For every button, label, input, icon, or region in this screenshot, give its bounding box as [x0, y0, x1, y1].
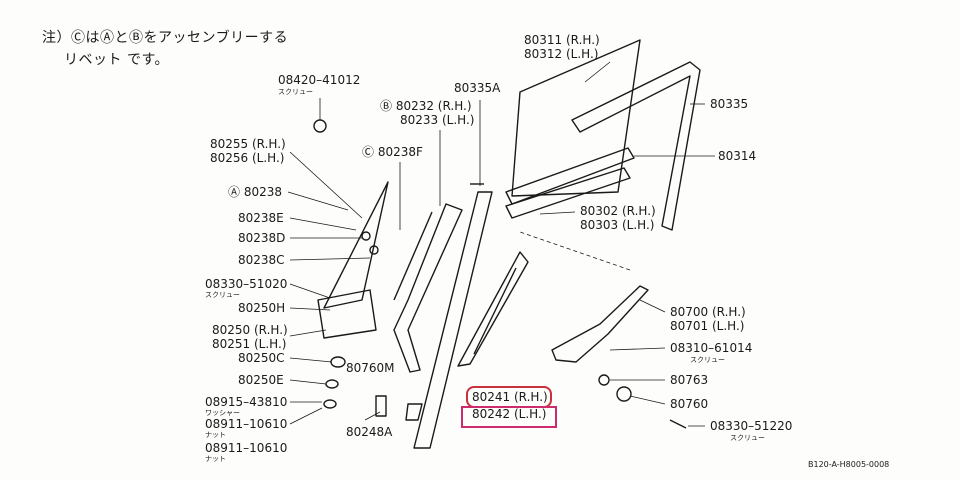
part-note-nut-2: ナット: [205, 455, 226, 463]
division-bar-shape: [413, 191, 493, 449]
part-label-08911-b: 08911–10610: [205, 441, 288, 455]
part-label-80251: 80251 (L.H.): [212, 337, 287, 351]
part-label-80238E: 80238E: [238, 211, 284, 225]
glass-run-channel-shape: [571, 61, 701, 231]
highlight-80242: [461, 406, 557, 428]
part-label-80312: 80312 (L.H.): [524, 47, 599, 61]
part-label-80232: Ⓑ 80232 (R.H.): [380, 99, 472, 113]
part-label-80763: 80763: [670, 373, 709, 387]
part-label-80238F: Ⓒ 80238F: [362, 145, 423, 159]
part-label-80335A: 80335A: [454, 81, 501, 95]
lower-sash-80302-shape: [505, 167, 631, 219]
part-note-nut-1: ナット: [205, 431, 226, 439]
part-label-80250H: 80250H: [238, 301, 286, 315]
pivot-bracket-shape: [317, 289, 377, 339]
part-label-80238: Ⓐ 80238: [228, 185, 282, 199]
part-label-08330-51220: 08330–51220: [710, 419, 793, 433]
part-label-80314: 80314: [718, 149, 757, 163]
part-label-80303: 80303 (L.H.): [580, 218, 655, 232]
part-label-08330-51020: 08330–51020: [205, 277, 288, 291]
part-label-80700: 80700 (R.H.): [670, 305, 746, 319]
part-label-80255: 80255 (R.H.): [210, 137, 286, 151]
part-label-80238D: 80238D: [238, 231, 286, 245]
vent-glass-80241-shape: [457, 251, 529, 367]
part-label-08310: 08310–61014: [670, 341, 753, 355]
vent-glass-shape: [323, 181, 389, 309]
part-label-80250: 80250 (R.H.): [212, 323, 288, 337]
part-label-80242: 80242 (L.H.): [472, 407, 547, 421]
part-note-screw-4: スクリュー: [730, 434, 765, 442]
vent-frame-shape: [393, 203, 463, 373]
part-note-screw-2: スクリュー: [205, 291, 240, 299]
screw-08420-shape: [313, 119, 327, 133]
part-label-80760M: 80760M: [346, 361, 395, 375]
part-label-80335: 80335: [710, 97, 749, 111]
regulator-shape: [551, 285, 649, 363]
part-label-80250E: 80250E: [238, 373, 284, 387]
part-label-80256: 80256 (L.H.): [210, 151, 285, 165]
diagram-code: B120-A-H8005-0008: [808, 460, 890, 469]
part-label-80302: 80302 (R.H.): [580, 204, 656, 218]
lower-channel-80314-shape: [505, 147, 635, 205]
part-note-screw: スクリュー: [278, 88, 313, 96]
assembly-note-line-2: リベット です。: [64, 52, 170, 68]
part-label-80250C: 80250C: [238, 351, 285, 365]
part-label-08420: 08420–41012: [278, 73, 361, 87]
part-label-80311: 80311 (R.H.): [524, 33, 600, 47]
part-note-screw-3: スクリュー: [690, 356, 725, 364]
door-glass-shape: [511, 39, 641, 197]
assembly-note-line-1: 注）ⒸはⒶとⒷをアッセンブリーする: [42, 30, 289, 46]
part-label-80760: 80760: [670, 397, 709, 411]
part-note-washer: ワッシャー: [205, 409, 240, 417]
part-label-80233: 80233 (L.H.): [400, 113, 475, 127]
part-label-80241: 80241 (R.H.): [472, 390, 548, 404]
part-label-80238C: 80238C: [238, 253, 285, 267]
part-label-80701: 80701 (L.H.): [670, 319, 745, 333]
part-label-08911-a: 08911–10610: [205, 417, 288, 431]
part-label-08915: 08915–43810: [205, 395, 288, 409]
part-label-80248A: 80248A: [346, 425, 393, 439]
